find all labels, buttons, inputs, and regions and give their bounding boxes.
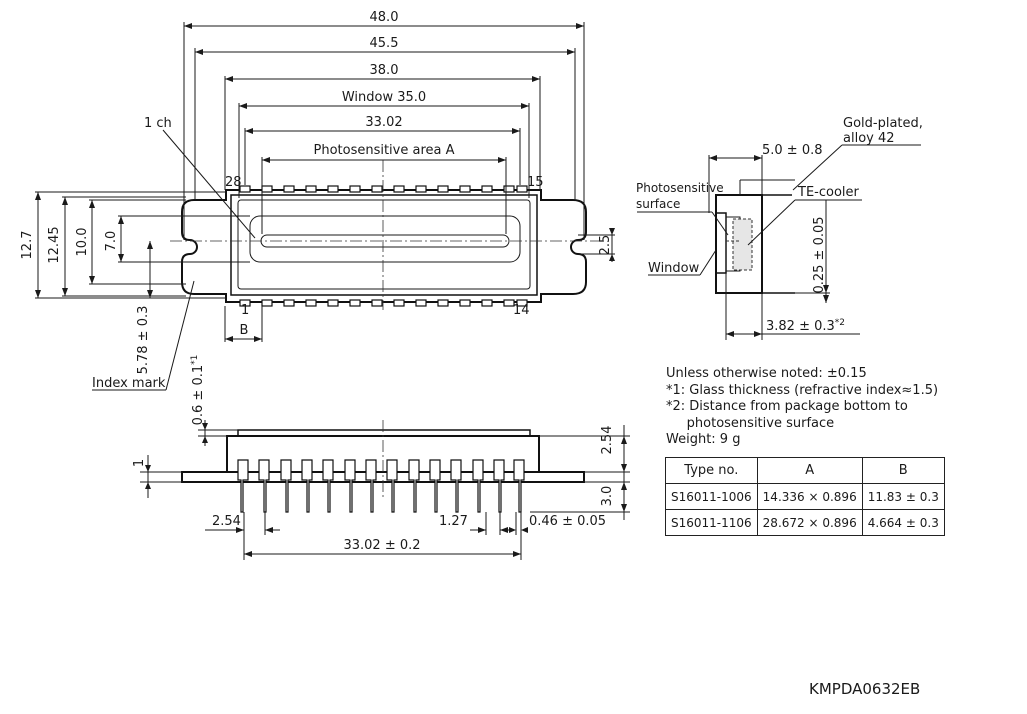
label-1ch: 1 ch [144, 116, 172, 131]
label-te-cooler: TE-cooler [797, 185, 860, 200]
cell-b: 11.83 ± 0.3 [861, 483, 945, 510]
cell-type: S16011-1106 [665, 509, 758, 536]
pin-label-14: 14 [513, 303, 530, 318]
notes-block: Unless otherwise noted: ±0.15 *1: Glass … [666, 366, 966, 449]
note-weight: Weight: 9 g [666, 432, 741, 447]
table-row: S16011-1006 14.336 × 0.896 11.83 ± 0.3 [665, 483, 945, 510]
chip-outline [249, 215, 521, 263]
dim-1: 1 [132, 459, 147, 467]
package-outline [181, 189, 587, 303]
window-frame-inner [237, 199, 531, 290]
dim-10: 10.0 [75, 228, 90, 257]
bottom-pins [239, 299, 528, 307]
note-tolerance: Unless otherwise noted: ±0.15 [666, 366, 867, 381]
dim-12-45: 12.45 [47, 226, 62, 263]
note-2-cont: photosensitive surface [666, 415, 835, 431]
dim-2-54-height: 2.54 [600, 426, 615, 455]
dim-window: Window 35.0 [342, 90, 426, 105]
dim-33-02-pins: 33.02 ± 0.2 [343, 538, 420, 553]
top-pins [239, 185, 528, 193]
label-surface: surface [636, 197, 680, 211]
label-photosensitive: Photosensitive [636, 181, 724, 195]
pin-label-28: 28 [225, 175, 242, 190]
pin-label-1: 1 [241, 303, 249, 318]
dim-5-78: 5.78 ± 0.3 [136, 306, 151, 375]
dim-7: 7.0 [104, 231, 119, 252]
cell-b: 4.664 ± 0.3 [861, 509, 945, 536]
label-alloy: alloy 42 [843, 131, 895, 146]
side-view: 5.0 ± 0.8 Gold-plated, alloy 42 TE-coole… [636, 116, 923, 340]
note-1: *1: Glass thickness (refractive index≈1.… [666, 382, 939, 398]
pin-label-15: 15 [527, 175, 544, 190]
dim-3-82: 3.82 ± 0.3*2 [766, 318, 845, 334]
table-header-row: Type no. A B [665, 457, 945, 484]
window-frame-outer [230, 194, 538, 296]
front-view: 0.6 ± 0.1*1 1 2.54 3.0 2.54 1.27 [132, 355, 630, 560]
label-gold-plated: Gold-plated, [843, 116, 923, 131]
dim-38: 38.0 [370, 63, 399, 78]
dim-1-27: 1.27 [439, 514, 468, 529]
te-cooler-block [732, 218, 753, 271]
dim-0-46: 0.46 ± 0.05 [529, 514, 606, 529]
label-index-mark: Index mark [92, 376, 166, 391]
type-table: Type no. A B S16011-1006 14.336 × 0.896 … [665, 457, 945, 536]
col-a: A [756, 457, 863, 484]
dim-0-6: 0.6 ± 0.1*1 [190, 355, 206, 426]
col-type: Type no. [665, 457, 758, 484]
dim-45-5: 45.5 [370, 36, 399, 51]
table-row: S16011-1106 28.672 × 0.896 4.664 ± 0.3 [665, 509, 945, 536]
dim-5-0: 5.0 ± 0.8 [762, 143, 823, 158]
document-number: KMPDA0632EB [809, 680, 921, 698]
dim-33-02: 33.02 [365, 115, 402, 130]
dim-3-0: 3.0 [600, 486, 615, 507]
dim-b: B [240, 323, 249, 338]
label-window: Window [648, 261, 700, 276]
dim-2-54-pitch: 2.54 [212, 514, 241, 529]
dim-0-25: 0.25 ± 0.05 [812, 216, 827, 293]
dim-48: 48.0 [370, 10, 399, 25]
dim-2-5: 2.5 [598, 235, 613, 256]
cell-type: S16011-1006 [665, 483, 758, 510]
cell-a: 28.672 × 0.896 [756, 509, 863, 536]
dim-photosensitive-area: Photosensitive area A [313, 143, 454, 158]
note-2: *2: Distance from package bottom to [666, 399, 908, 414]
cell-a: 14.336 × 0.896 [756, 483, 863, 510]
col-b: B [861, 457, 945, 484]
side-pins [237, 459, 525, 513]
dim-12-7: 12.7 [20, 231, 35, 260]
top-view: 48.0 45.5 38.0 Window 35.0 33.02 Photose… [20, 10, 615, 391]
